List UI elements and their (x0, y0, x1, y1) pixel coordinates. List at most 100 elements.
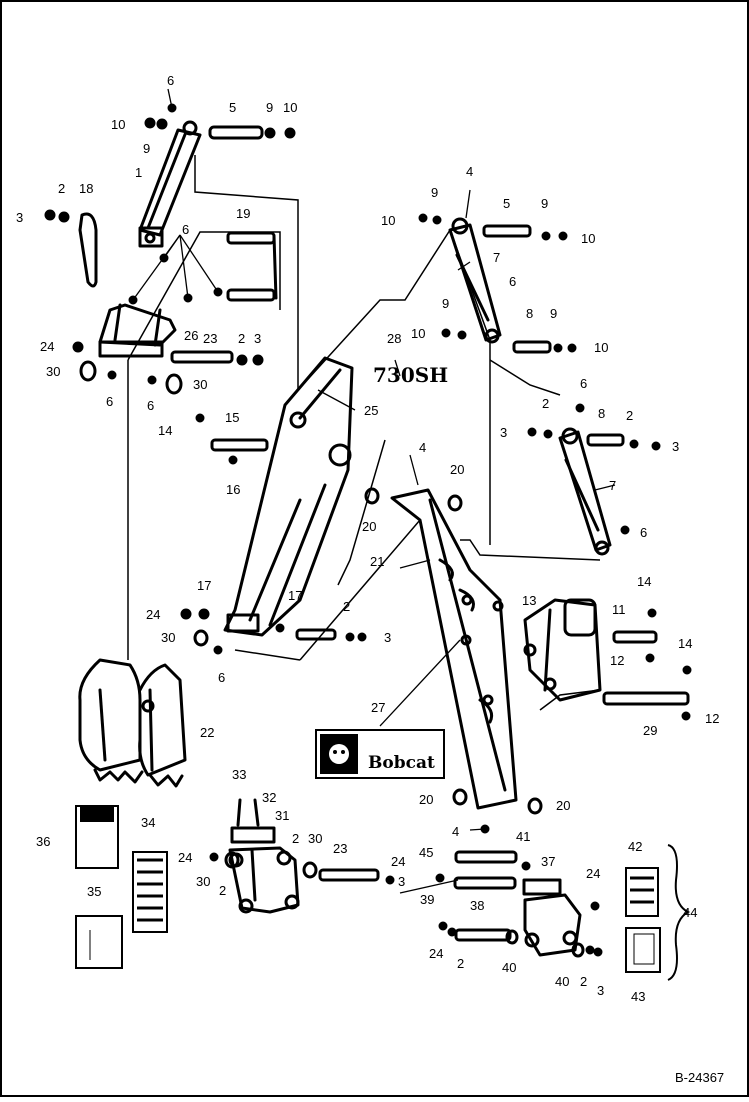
pin-15 (195, 413, 269, 465)
callout-12: 12 (610, 653, 624, 668)
callout-3: 3 (500, 425, 507, 440)
callout-6: 6 (106, 394, 113, 409)
callout-17: 17 (197, 578, 211, 593)
callout-30: 30 (46, 364, 60, 379)
callout-43: 43 (631, 989, 645, 1004)
callout-3: 3 (597, 983, 604, 998)
callout-14: 14 (158, 423, 172, 438)
callout-15: 15 (225, 410, 239, 425)
callout-30: 30 (193, 377, 207, 392)
callout-5: 5 (229, 100, 236, 115)
bucket-link-13 (523, 598, 602, 702)
callout-10: 10 (111, 117, 125, 132)
link-frame-19 (128, 231, 278, 305)
callout-4: 4 (466, 164, 473, 179)
bushings-30-upper (79, 360, 183, 395)
boom-cylinder-7-upper (448, 217, 502, 344)
callout-32: 32 (262, 790, 276, 805)
bobcat-logo-text: Bobcat (368, 753, 435, 773)
callout-20: 20 (419, 792, 433, 807)
callout-26: 26 (184, 328, 198, 343)
callout-27: 27 (371, 700, 385, 715)
callout-24: 24 (40, 339, 54, 354)
decals-42-43 (625, 844, 691, 981)
callout-1: 1 (135, 165, 142, 180)
pin-8-upper (441, 328, 577, 354)
callout-24: 24 (146, 607, 160, 622)
callout-6: 6 (580, 376, 587, 391)
callout-29: 29 (643, 723, 657, 738)
callout-33: 33 (232, 767, 246, 782)
callout-13: 13 (522, 593, 536, 608)
callout-34: 34 (141, 815, 155, 830)
callout-24: 24 (586, 866, 600, 881)
callout-6: 6 (640, 525, 647, 540)
callout-44: 44 (683, 905, 697, 920)
pin-8-lower (527, 403, 661, 535)
callout-18: 18 (79, 181, 93, 196)
callout-10: 10 (594, 340, 608, 355)
callout-19: 19 (236, 206, 250, 221)
callout-7: 7 (493, 250, 500, 265)
leader-lines (132, 88, 616, 894)
callout-10: 10 (381, 213, 395, 228)
callout-23: 23 (333, 841, 347, 856)
callout-2: 2 (542, 396, 549, 411)
callout-37: 37 (541, 854, 555, 869)
assembly-guide-lines (127, 155, 601, 711)
model-label-decal: 730SH (373, 363, 448, 387)
callout-6: 6 (147, 398, 154, 413)
callout-8: 8 (598, 406, 605, 421)
callout-14: 14 (637, 574, 651, 589)
callout-10: 10 (411, 326, 425, 341)
callout-25: 25 (364, 403, 378, 418)
callout-6: 6 (182, 222, 189, 237)
pins-38-39-45 (435, 850, 603, 958)
callout-2: 2 (292, 831, 299, 846)
link-31 (228, 798, 300, 914)
callout-40: 40 (502, 960, 516, 975)
callout-23: 23 (203, 331, 217, 346)
callout-labels: 6 5 9 10 10 9 1 2 18 3 19 6 26 23 2 3 24… (16, 73, 719, 1004)
arm-21 (390, 488, 518, 810)
callout-14: 14 (678, 636, 692, 651)
callout-30: 30 (196, 874, 210, 889)
bushings-20-arm (364, 487, 543, 834)
pin-23-upper (72, 341, 264, 366)
bobcat-decal-27 (315, 729, 445, 779)
callout-20: 20 (450, 462, 464, 477)
callout-9: 9 (143, 141, 150, 156)
bucket-cylinder-7-lower (558, 427, 612, 556)
callout-24: 24 (391, 854, 405, 869)
callout-17: 17 (288, 588, 302, 603)
callout-6: 6 (218, 670, 225, 685)
bucket-22 (78, 658, 187, 788)
callout-38: 38 (470, 898, 484, 913)
callout-9: 9 (442, 296, 449, 311)
callout-4: 4 (452, 824, 459, 839)
swing-cylinder-1 (138, 120, 202, 248)
callout-41: 41 (516, 829, 530, 844)
callout-4: 4 (419, 440, 426, 455)
callout-6: 6 (167, 73, 174, 88)
pin-23-lower (209, 851, 395, 885)
callout-3: 3 (384, 630, 391, 645)
callout-3: 3 (16, 210, 23, 225)
callout-9: 9 (266, 100, 273, 115)
callout-20: 20 (362, 519, 376, 534)
callout-20: 20 (556, 798, 570, 813)
callout-10: 10 (283, 100, 297, 115)
callout-28: 28 (387, 331, 401, 346)
callout-3: 3 (254, 331, 261, 346)
pin-5-top-left (144, 103, 296, 140)
figure-id: B-24367 (675, 1070, 724, 1085)
callout-5: 5 (503, 196, 510, 211)
callout-30: 30 (161, 630, 175, 645)
callout-36: 36 (36, 834, 50, 849)
callout-2: 2 (580, 974, 587, 989)
link-37 (522, 878, 582, 957)
callout-42: 42 (628, 839, 642, 854)
callout-2: 2 (457, 956, 464, 971)
